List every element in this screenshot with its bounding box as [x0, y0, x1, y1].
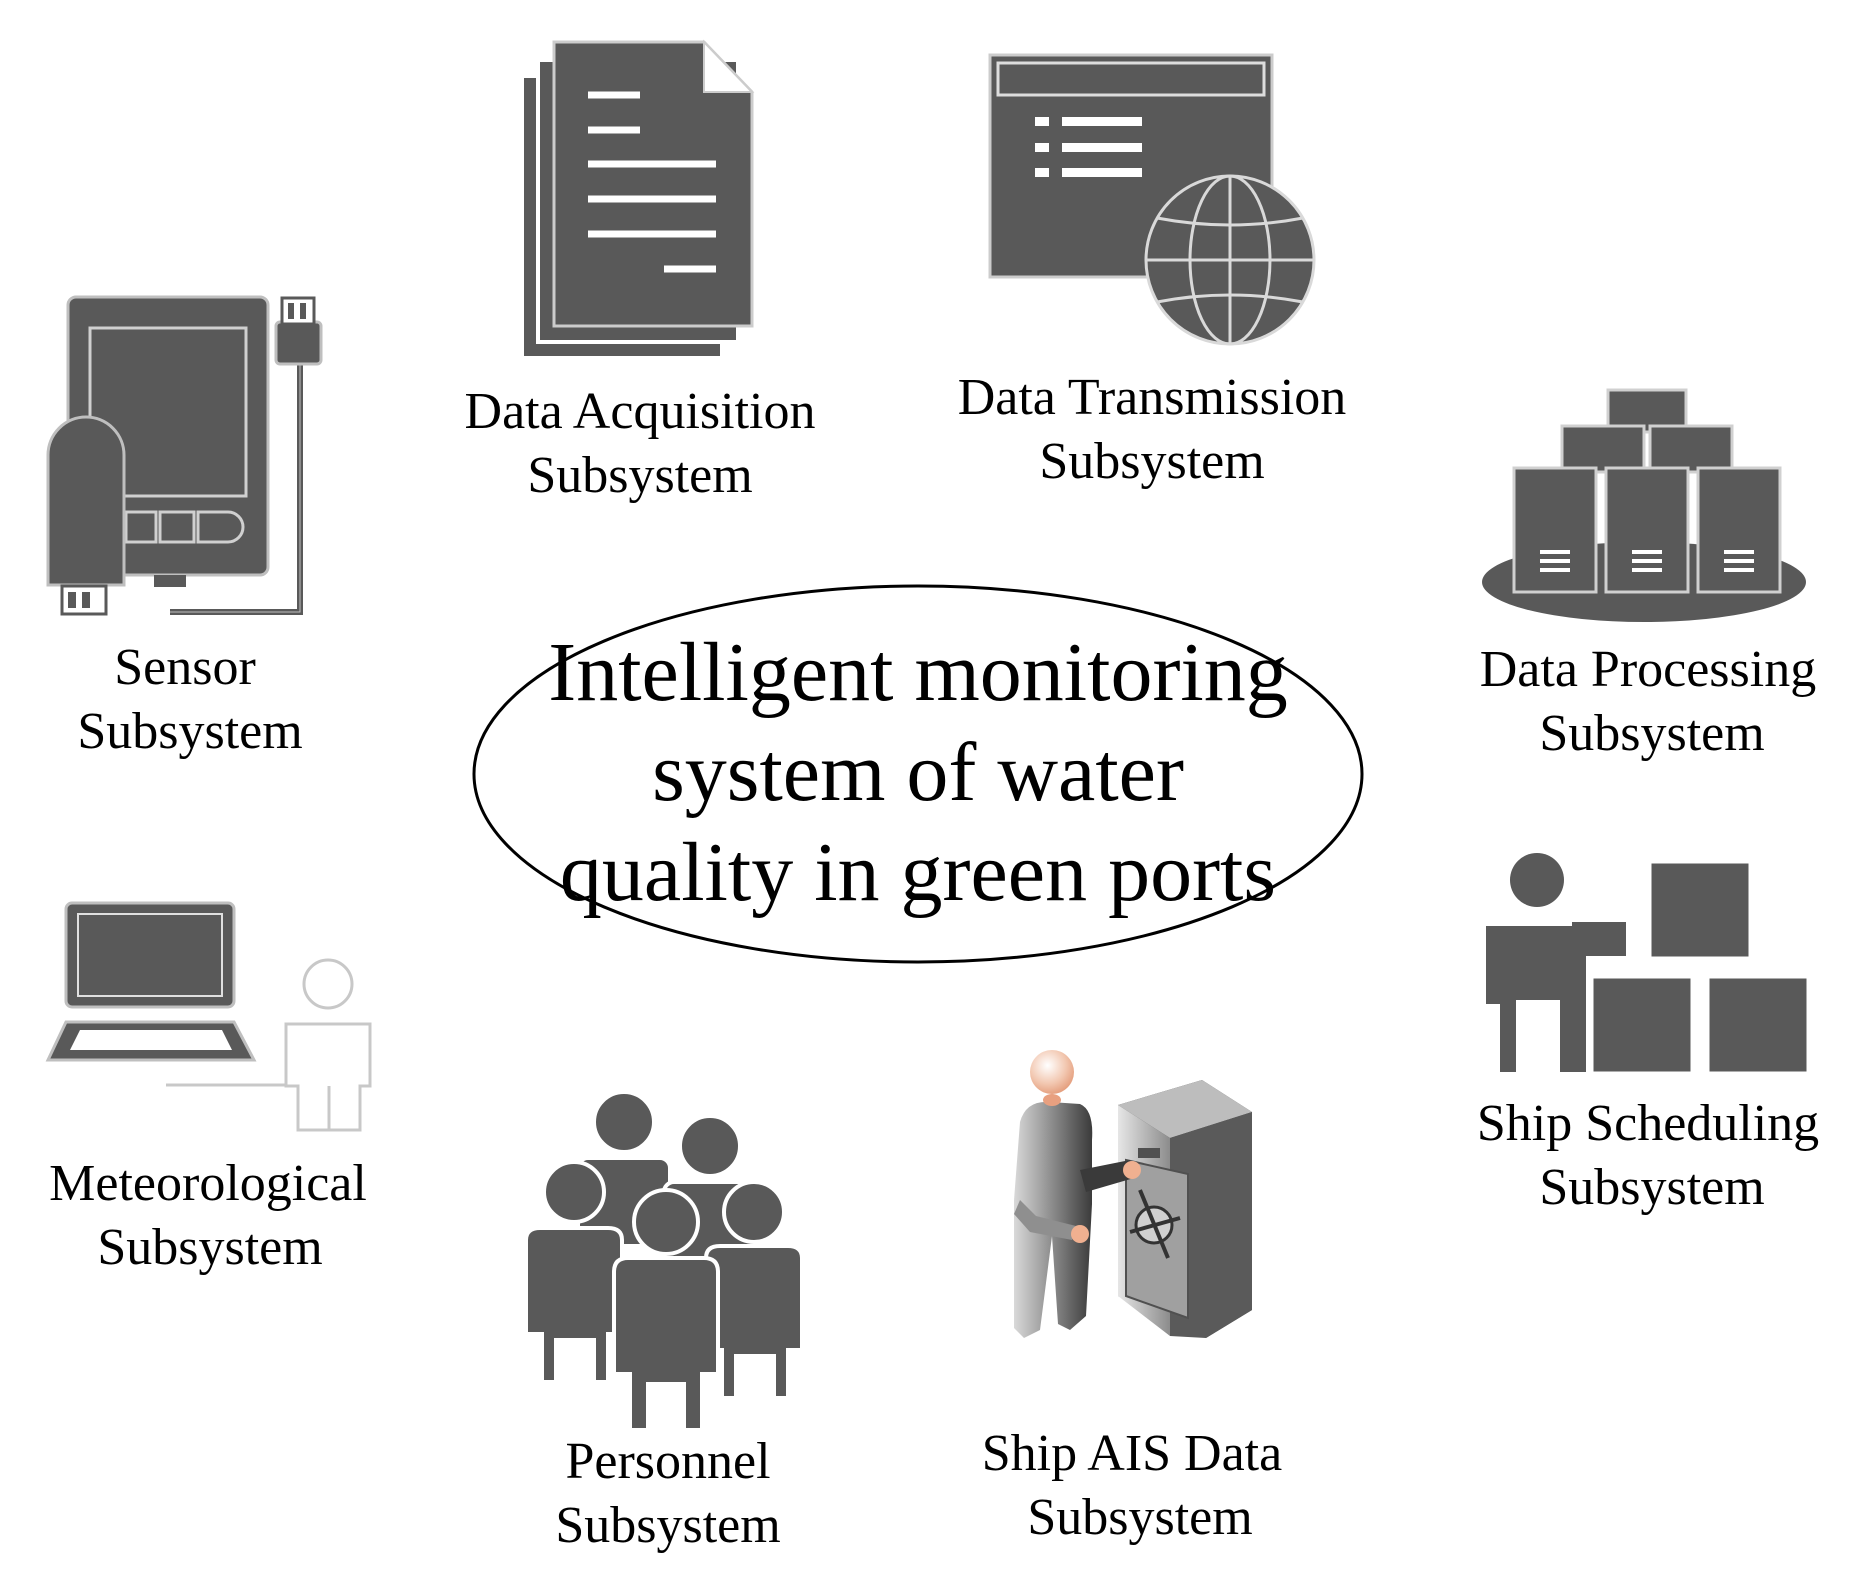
- meteorological-label-line-2: Subsystem: [97, 1219, 322, 1276]
- meteorological-subsystem: Meteorological Subsystem: [45, 901, 372, 1276]
- data-acquisition-label: Data Acquisition Subsystem: [465, 383, 816, 504]
- personnel-label-line-1: Personnel: [565, 1433, 770, 1490]
- ship-ais-data-subsystem: Ship AIS Data Subsystem: [982, 1050, 1282, 1546]
- ship-ais-data-label: Ship AIS Data Subsystem: [982, 1425, 1282, 1546]
- center-node: Intelligent monitoring system of water q…: [472, 584, 1364, 964]
- data-processing-subsystem: Data Processing Subsystem: [1480, 388, 1816, 762]
- data-acquisition-subsystem: Data Acquisition Subsystem: [465, 39, 816, 504]
- data-processing-label-line-2: Subsystem: [1539, 705, 1764, 762]
- ship-scheduling-subsystem: Ship Scheduling Subsystem: [1477, 853, 1819, 1216]
- laptop-user-icon: [45, 901, 372, 1132]
- data-transmission-label-line-1: Data Transmission: [958, 369, 1347, 426]
- center-title-line-1: Intelligent monitoring: [548, 626, 1288, 719]
- server-cluster-icon: [1482, 388, 1806, 622]
- web-window-globe-icon: [988, 53, 1316, 346]
- presenter-boxes-icon: [1486, 853, 1810, 1075]
- ship-scheduling-label: Ship Scheduling Subsystem: [1477, 1095, 1819, 1216]
- data-transmission-label-line-2: Subsystem: [1039, 433, 1264, 490]
- ship-ais-data-label-line-2: Subsystem: [1027, 1489, 1252, 1546]
- data-processing-label: Data Processing Subsystem: [1480, 641, 1816, 762]
- data-processing-label-line-1: Data Processing: [1480, 641, 1816, 698]
- sensor-label-line-2: Subsystem: [77, 703, 302, 760]
- data-transmission-subsystem: Data Transmission Subsystem: [958, 53, 1347, 490]
- document-stack-icon: [520, 39, 755, 360]
- personnel-subsystem: Personnel Subsystem: [524, 1090, 804, 1554]
- meteorological-label: Meteorological Subsystem: [49, 1155, 367, 1276]
- meteorological-label-line-1: Meteorological: [49, 1155, 367, 1212]
- person-safe-icon: [1014, 1050, 1252, 1338]
- personnel-label: Personnel Subsystem: [555, 1433, 780, 1554]
- center-title-line-2: system of water: [652, 726, 1184, 819]
- data-acquisition-label-line-2: Subsystem: [527, 447, 752, 504]
- data-acquisition-label-line-1: Data Acquisition: [465, 383, 816, 440]
- ship-ais-data-label-line-1: Ship AIS Data: [982, 1425, 1282, 1482]
- center-ellipse: [472, 584, 1364, 964]
- center-title: Intelligent monitoring system of water q…: [548, 626, 1288, 919]
- people-group-icon: [524, 1090, 804, 1432]
- sensor-label: Sensor Subsystem: [77, 639, 302, 760]
- ship-scheduling-label-line-1: Ship Scheduling: [1477, 1095, 1819, 1152]
- center-title-line-3: quality in green ports: [560, 826, 1276, 919]
- sensor-subsystem: Sensor Subsystem: [46, 295, 323, 760]
- tablet-usb-icon: [46, 295, 323, 616]
- personnel-label-line-2: Subsystem: [555, 1497, 780, 1554]
- sensor-label-line-1: Sensor: [114, 639, 256, 696]
- ship-scheduling-label-line-2: Subsystem: [1539, 1159, 1764, 1216]
- data-transmission-label: Data Transmission Subsystem: [958, 369, 1347, 490]
